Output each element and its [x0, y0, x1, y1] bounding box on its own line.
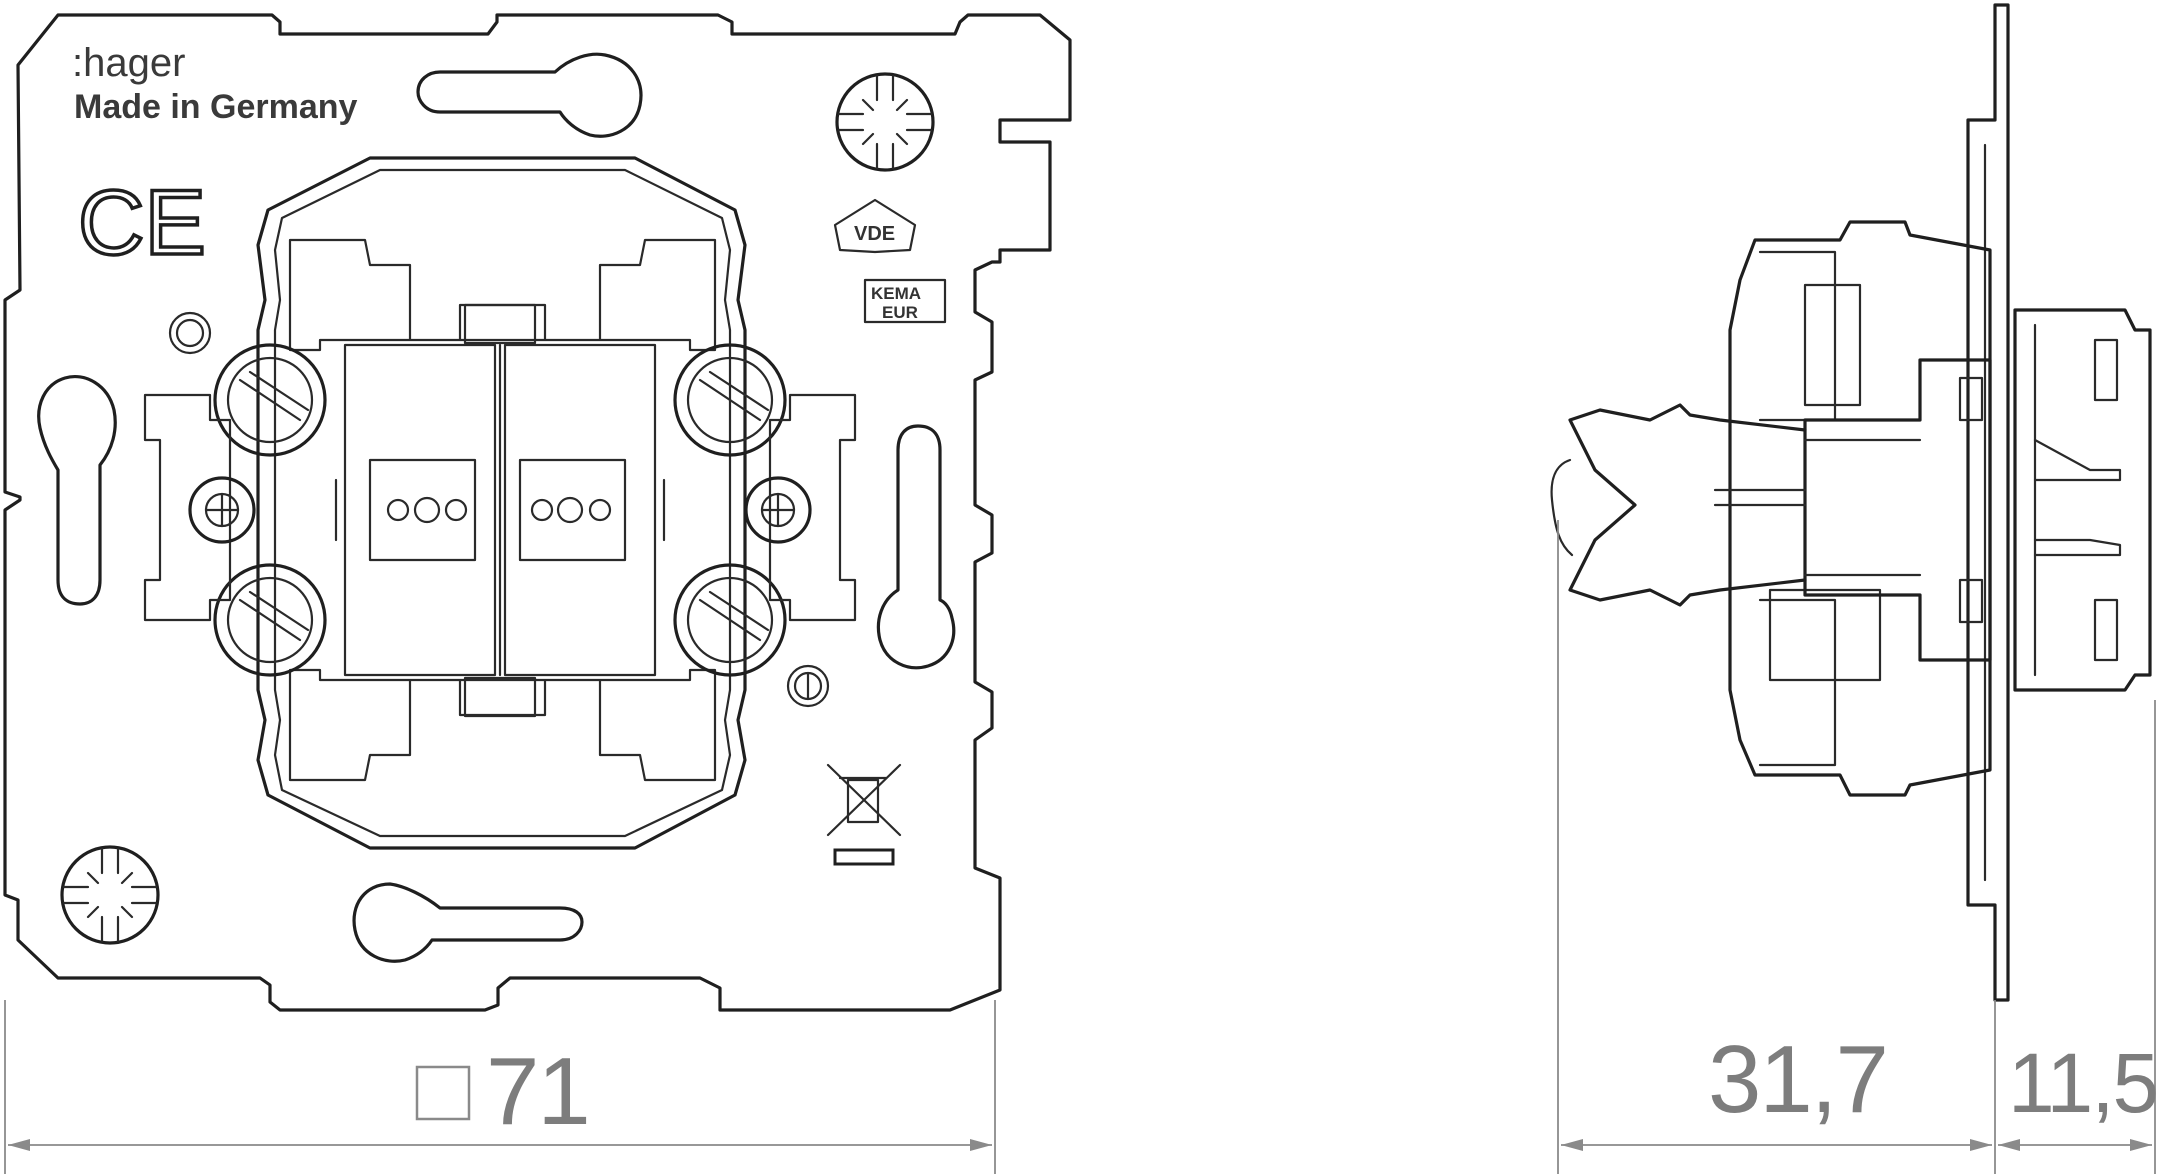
square-symbol-icon [415, 1065, 471, 1121]
side-upper-block [1803, 283, 1862, 407]
side-rear-body [1728, 220, 1992, 797]
width-dimension: 71 [4, 1000, 996, 1174]
terminal-screw-tl [213, 343, 327, 457]
crossed-out-bin-icon [826, 763, 902, 866]
rocker-window-right [518, 458, 627, 562]
right-slot [876, 424, 956, 670]
screw-cross-top-right [835, 72, 935, 172]
mounting-plate-outline [3, 13, 1072, 1012]
svg-text:VDE: VDE [854, 223, 895, 245]
pivot-right [530, 496, 612, 524]
side-rear-inner [1758, 250, 1837, 767]
width-dimension-value: 71 [486, 1038, 589, 1145]
left-slot [37, 375, 117, 606]
depth-dimensions: 31,7 11,5 [1557, 520, 2159, 1174]
side-view [1550, 3, 2152, 1002]
upper-frame [288, 238, 717, 352]
pivot-left [386, 496, 468, 524]
actuator-notch-top [2093, 338, 2119, 402]
clip-bottom [463, 676, 537, 718]
rocker-right [503, 343, 657, 677]
svg-text:KEMA: KEMA [871, 284, 921, 303]
rivet-right [744, 476, 812, 544]
side-tip [1568, 403, 1807, 607]
terminal-block-left [143, 393, 232, 622]
ring-right [786, 664, 830, 708]
depth-dimension-value: 31,7 [1708, 1026, 1887, 1133]
terminal-block-right [768, 393, 857, 622]
side-tip-nose [1550, 458, 1574, 557]
made-in-label: Made in Germany [74, 88, 358, 126]
side-plate [1966, 3, 2010, 1002]
kema-mark: KEMA EUR [863, 278, 947, 324]
bottom-slot [352, 882, 584, 963]
switch-body-inner [273, 168, 732, 838]
terminal-screw-tr [673, 343, 787, 457]
screw-cross-bottom-left [60, 845, 160, 945]
lower-frame [288, 668, 717, 782]
brand-logo: :hager [72, 41, 185, 85]
ring-left [168, 311, 212, 355]
top-slot [416, 52, 643, 138]
terminal-screw-bl [213, 563, 327, 677]
clip-top [463, 303, 537, 345]
terminal-screw-br [673, 563, 787, 677]
actuator-notch-bottom [2093, 598, 2119, 662]
svg-text:EUR: EUR [882, 303, 918, 322]
side-stem [1803, 358, 1992, 662]
side-lower-block [1768, 588, 1882, 682]
rocker-window-left [368, 458, 477, 562]
rocker-left [343, 343, 497, 677]
side-front-actuator [2013, 308, 2152, 692]
vde-mark: VDE [833, 198, 917, 254]
rivet-left [188, 476, 256, 544]
switch-body-outline [256, 156, 747, 850]
ce-mark: CE [78, 172, 206, 274]
front-dimension-value: 11,5 [2008, 1036, 2157, 1130]
front-view: :hager Made in Germany CE VDE KEMA EUR [3, 13, 1072, 1012]
